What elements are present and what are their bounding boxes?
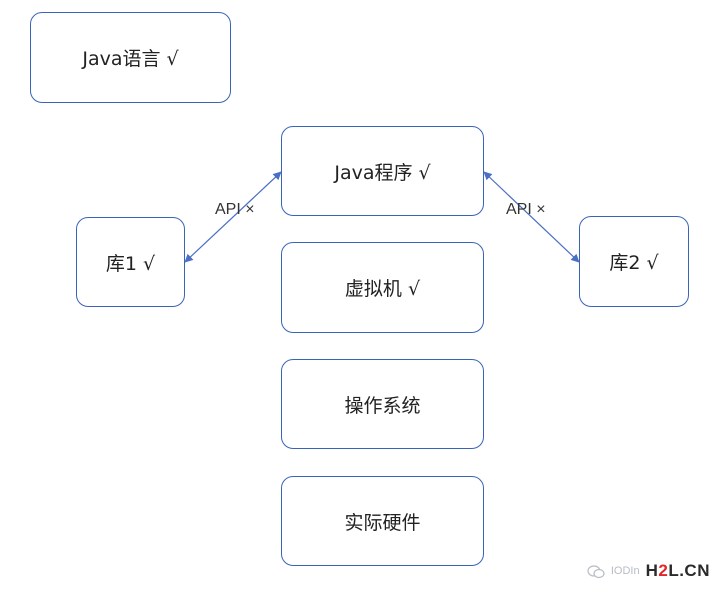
hardware-box: 实际硬件 [281, 476, 484, 566]
library-1-box: 库1 √ [76, 217, 185, 307]
java-program-box: Java程序 √ [281, 126, 484, 216]
watermark-faint-text: IODIn [610, 565, 640, 577]
left-api-label: API × [215, 201, 255, 218]
java-language-box: Java语言 √ [30, 12, 231, 103]
operating-system-label: 操作系统 [344, 394, 421, 417]
wechat-icon [587, 564, 605, 579]
right-api-label: API × [506, 201, 546, 218]
logo-accent: 2 [658, 561, 669, 580]
left-api-arrow [184, 171, 282, 263]
hardware-label: 实际硬件 [344, 511, 421, 534]
java-language-label: Java语言 √ [82, 48, 179, 70]
watermark: IODIn H2L.CN [587, 561, 710, 581]
library-2-label: 库2 √ [609, 252, 659, 274]
right-api-arrow [483, 171, 580, 263]
library-2-box: 库2 √ [579, 216, 689, 307]
logo-suffix: L.CN [668, 561, 710, 580]
library-1-label: 库1 √ [105, 252, 156, 275]
java-program-label: Java程序 √ [334, 161, 431, 184]
watermark-logo: H2L.CN [646, 561, 710, 581]
virtual-machine-box: 虚拟机 √ [281, 242, 484, 333]
virtual-machine-label: 虚拟机 √ [344, 278, 421, 300]
operating-system-box: 操作系统 [281, 359, 484, 449]
logo-prefix: H [645, 561, 659, 580]
